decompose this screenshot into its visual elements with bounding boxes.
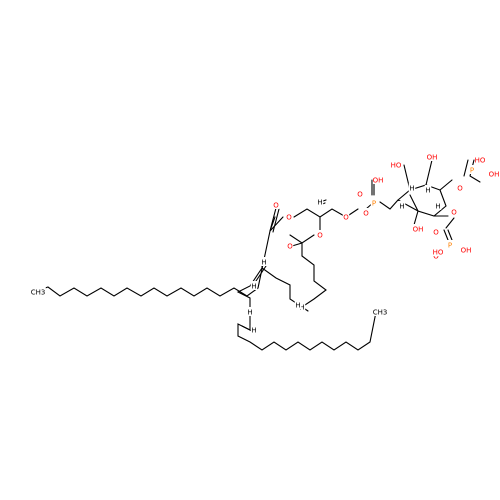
- atom-label: H: [294, 300, 302, 310]
- atom-label-text: O: [457, 185, 463, 193]
- atom-label: O: [316, 230, 324, 240]
- atom-label: H: [316, 197, 324, 207]
- atom-label-text: O: [363, 210, 369, 218]
- atom-label: HO: [474, 155, 486, 165]
- atom-label: OH: [372, 175, 384, 185]
- atom-label-text: O: [357, 191, 363, 199]
- atom-label: P: [446, 240, 454, 250]
- atom-label: OH: [460, 245, 472, 255]
- atom-label: O: [342, 212, 350, 222]
- atom-label-text: H: [317, 199, 322, 207]
- atom-label-text: O: [287, 243, 293, 251]
- atom-label-text: H: [409, 185, 414, 193]
- atom-label-text: H: [435, 203, 440, 211]
- atom-label-text: H: [295, 302, 300, 310]
- atom-label: O: [456, 183, 464, 193]
- atom-label-text: O: [433, 229, 439, 237]
- atom-label: H: [408, 183, 416, 193]
- atom-label: H: [434, 201, 442, 211]
- atom-label: O: [356, 189, 364, 199]
- atom-label-text: OH: [427, 154, 438, 162]
- stearoyl-chain: [33, 216, 276, 297]
- atom-label: HO: [432, 247, 444, 257]
- atom-label: H: [246, 307, 254, 317]
- atom-label: CH3: [372, 307, 388, 317]
- atom-label: O: [362, 208, 370, 218]
- atom-label-text: P: [372, 200, 376, 208]
- atom-label: P: [468, 165, 476, 175]
- atom-label: O: [272, 200, 280, 210]
- atom-label-text: P: [448, 242, 452, 250]
- atom-label: H: [260, 257, 268, 267]
- atom-label-text: OH: [489, 171, 500, 179]
- atom-label: O: [432, 227, 440, 237]
- atom-label-text: OH: [413, 226, 424, 234]
- atom-label: HO: [390, 160, 402, 170]
- glycerol-phosphate-bond: [345, 179, 399, 218]
- atom-label: O: [285, 212, 293, 222]
- atom-label-text: O: [317, 232, 323, 240]
- ring-oh-bonds: [403, 159, 453, 226]
- atom-label: H: [298, 302, 306, 312]
- ester-carbonyl-bond-1: [269, 207, 280, 233]
- atom-label-text: H: [399, 203, 404, 211]
- atom-label-text: P: [470, 167, 474, 175]
- atom-label-text: OH: [461, 247, 472, 255]
- atom-label-text: O: [273, 202, 279, 210]
- ring-phosphate-bond-2: [443, 217, 455, 241]
- atom-label-text: CH3: [31, 289, 46, 297]
- atom-label-text: O: [286, 214, 292, 222]
- atom-label-text: O: [451, 209, 457, 217]
- atom-label: H: [398, 201, 406, 211]
- atom-label: H: [424, 185, 432, 195]
- atom-label: OH: [488, 169, 500, 179]
- atom-label: CH3: [30, 287, 46, 297]
- atom-label-text: H: [251, 283, 256, 291]
- atom-label: O: [286, 241, 294, 251]
- atom-label: H: [250, 325, 258, 335]
- atom-label-text: O: [433, 253, 439, 261]
- atom-label: P: [370, 198, 378, 208]
- atom-label-text: HO: [475, 157, 486, 165]
- atom-label-text: H: [247, 309, 252, 317]
- atom-label: OH: [412, 224, 424, 234]
- atom-label: O: [450, 207, 458, 217]
- atom-label-text: O: [343, 214, 349, 222]
- atom-label-text: HO: [391, 162, 402, 170]
- atom-label-text: H: [425, 187, 430, 195]
- atom-label-text: H: [251, 327, 256, 335]
- atom-label: H: [250, 281, 258, 291]
- atom-label-text: H: [299, 304, 304, 312]
- atom-label-text: HO: [433, 249, 444, 257]
- atom-label: OH: [426, 152, 438, 162]
- atom-label-text: CH3: [373, 309, 388, 317]
- ester-carbonyl-bond-2: [291, 242, 303, 247]
- atom-label-text: OH: [373, 177, 384, 185]
- atom-label-text: H: [261, 259, 266, 267]
